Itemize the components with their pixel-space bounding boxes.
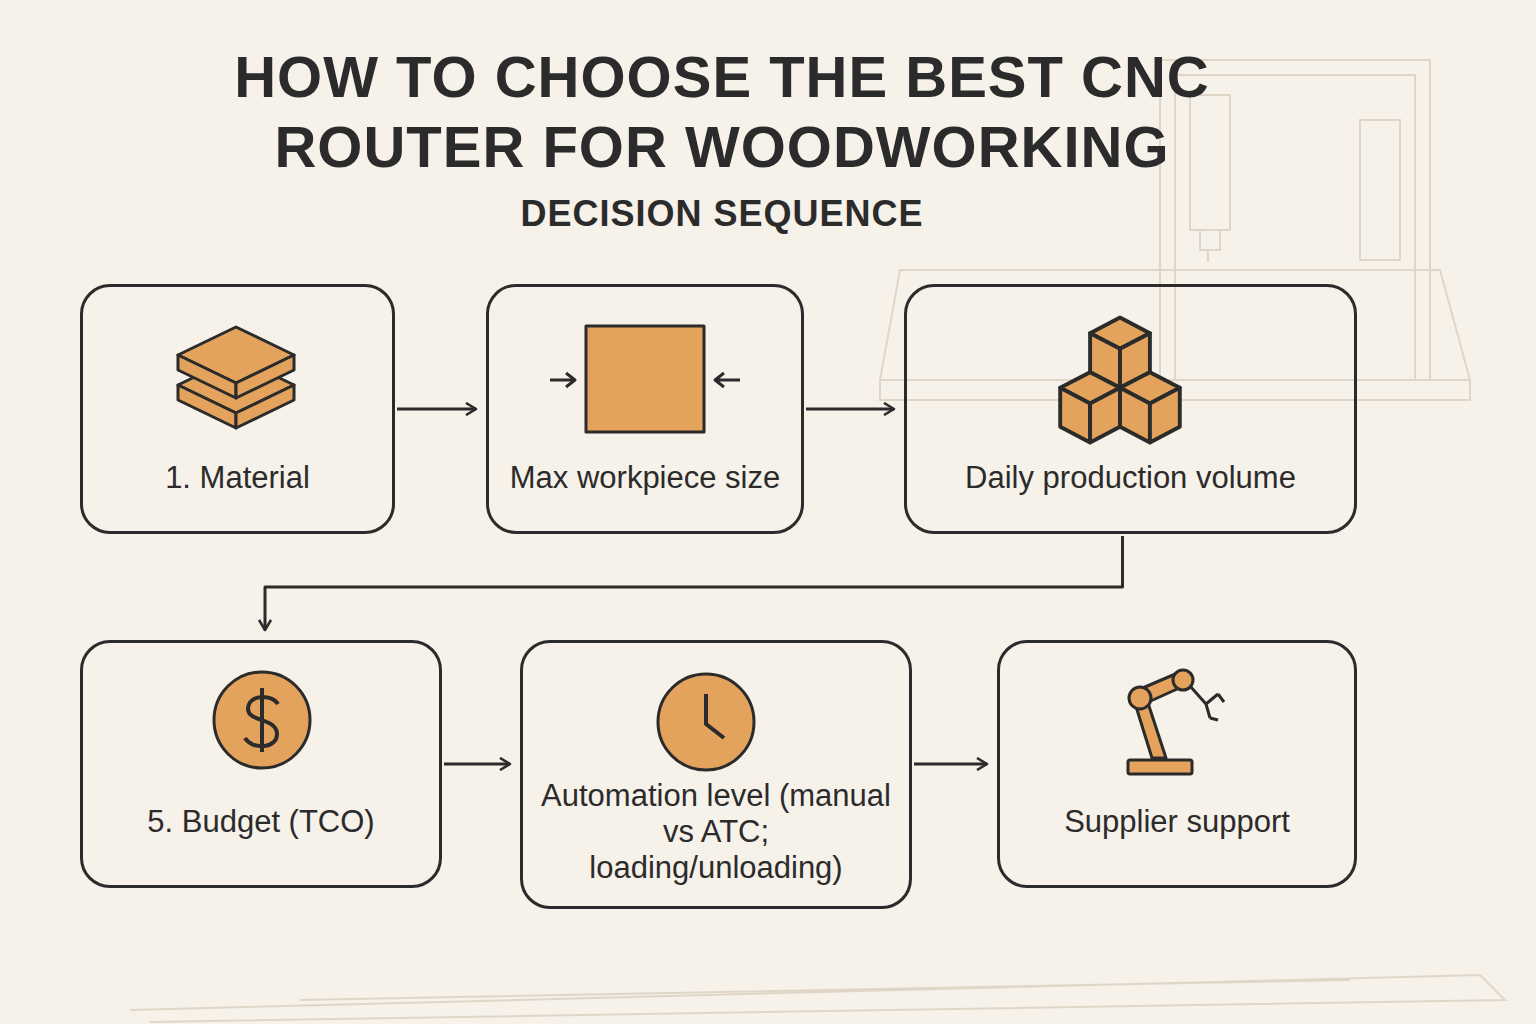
step-label: Supplier support — [1064, 804, 1290, 840]
subtitle: DECISION SEQUENCE — [172, 192, 1272, 236]
cubes-icon — [1060, 318, 1180, 443]
clock-icon — [658, 674, 754, 770]
title: HOW TO CHOOSE THE BEST CNC ROUTER FOR WO… — [172, 42, 1272, 182]
flow-arrow — [914, 763, 987, 766]
flow-arrow — [444, 763, 510, 766]
step-label: Automation level (manual vs ATC; loading… — [539, 778, 893, 886]
cnc-machine-sketch — [130, 60, 1505, 1022]
boards-icon — [178, 327, 294, 428]
step-label: Max workpiece size — [510, 460, 780, 496]
flow-arrow — [265, 536, 1123, 630]
workpiece-icon — [550, 326, 740, 432]
dollar-icon — [214, 672, 310, 768]
process-box: Automation level (manual vs ATC; loading… — [520, 640, 912, 909]
process-box: Supplier support — [997, 640, 1357, 888]
process-box: 5. Budget (TCO) — [80, 640, 442, 888]
process-box: 1. Material — [80, 284, 395, 534]
step-label: Daily production volume — [965, 460, 1296, 496]
process-box: Daily production volume — [904, 284, 1357, 534]
step-label: 5. Budget (TCO) — [147, 804, 374, 840]
robot-arm-icon — [1128, 670, 1224, 774]
flow-arrow — [397, 408, 476, 411]
step-label: 1. Material — [165, 460, 310, 496]
flow-arrow — [806, 408, 894, 411]
process-box: Max workpiece size — [486, 284, 804, 534]
